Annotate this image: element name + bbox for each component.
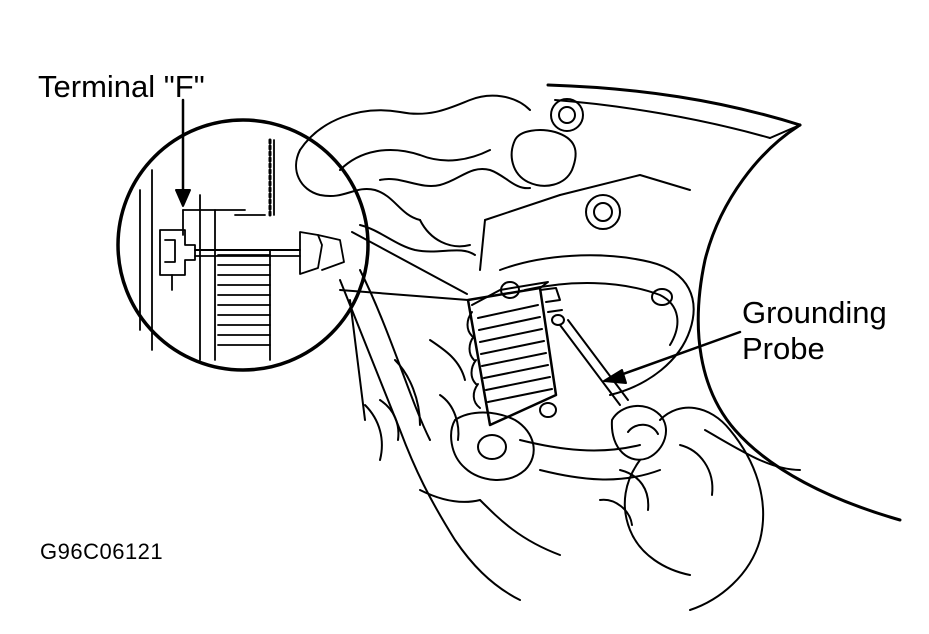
figure-code: G96C06121	[40, 539, 164, 564]
grounding-probe-label-line1: Grounding	[742, 295, 887, 330]
engine-housing	[295, 83, 902, 601]
inset-detail	[139, 138, 345, 361]
inset-magnifier	[116, 118, 469, 372]
grounding-probe-tool	[559, 319, 765, 611]
grounding-probe-leader	[603, 330, 742, 384]
voltage-regulator	[466, 281, 565, 427]
terminal-f-leader	[175, 98, 191, 207]
terminal-f-label: Terminal "F"	[38, 69, 205, 104]
grounding-probe-label-line2: Probe	[742, 331, 825, 366]
